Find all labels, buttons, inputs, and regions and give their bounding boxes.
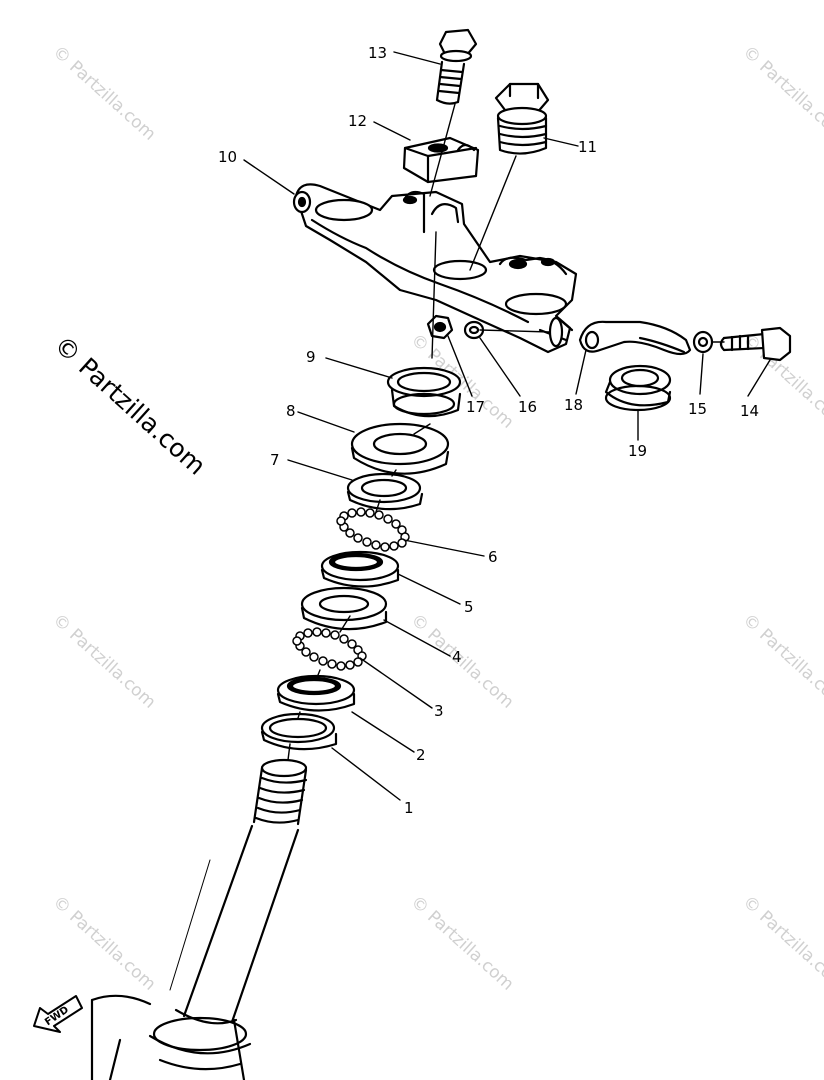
part-13-bolt — [435, 28, 478, 105]
part-9-cap — [386, 366, 462, 418]
callout-13: 13 — [368, 44, 387, 62]
callout-2: 2 — [416, 746, 426, 764]
part-5-race — [320, 550, 400, 588]
callout-16: 16 — [518, 398, 537, 416]
part-1-seal — [260, 712, 338, 751]
callout-17: 17 — [466, 398, 485, 416]
callout-8: 8 — [286, 402, 296, 420]
part-7-race — [346, 472, 424, 511]
callout-19: 19 — [628, 442, 647, 460]
part-2-race — [276, 674, 356, 712]
part-6-ball-bearings — [336, 507, 410, 552]
callout-5: 5 — [464, 598, 474, 616]
part-18-stay — [578, 320, 692, 356]
callout-9: 9 — [306, 348, 316, 366]
part-3-ball-bearings — [292, 627, 367, 671]
callout-12: 12 — [348, 112, 367, 130]
callout-14: 14 — [740, 402, 759, 420]
fwd-arrow-icon — [33, 995, 83, 1033]
callout-labels: 1 2 3 4 5 6 7 8 9 10 11 12 13 14 15 16 1… — [43, 44, 759, 1028]
callout-6: 6 — [488, 548, 498, 566]
callout-11: 11 — [578, 138, 597, 156]
part-4-ring — [300, 586, 388, 631]
callout-7: 7 — [270, 451, 280, 469]
part-11-nut — [494, 82, 550, 155]
part-10-upper-bracket — [292, 183, 578, 354]
callout-3: 3 — [434, 702, 444, 720]
callout-4: 4 — [452, 648, 462, 666]
part-19-damper — [604, 364, 672, 412]
part-8-ring — [350, 422, 450, 475]
part-17-nut — [426, 314, 454, 340]
callout-15: 15 — [688, 400, 707, 418]
leader-lines — [243, 51, 771, 801]
steering-stem — [90, 758, 308, 1080]
part-14-bolt — [719, 326, 792, 362]
callout-1: 1 — [404, 799, 414, 817]
callout-18: 18 — [564, 396, 583, 414]
callout-10: 10 — [218, 148, 237, 166]
part-15-washer — [692, 330, 714, 354]
part-12-clamp — [402, 136, 480, 184]
